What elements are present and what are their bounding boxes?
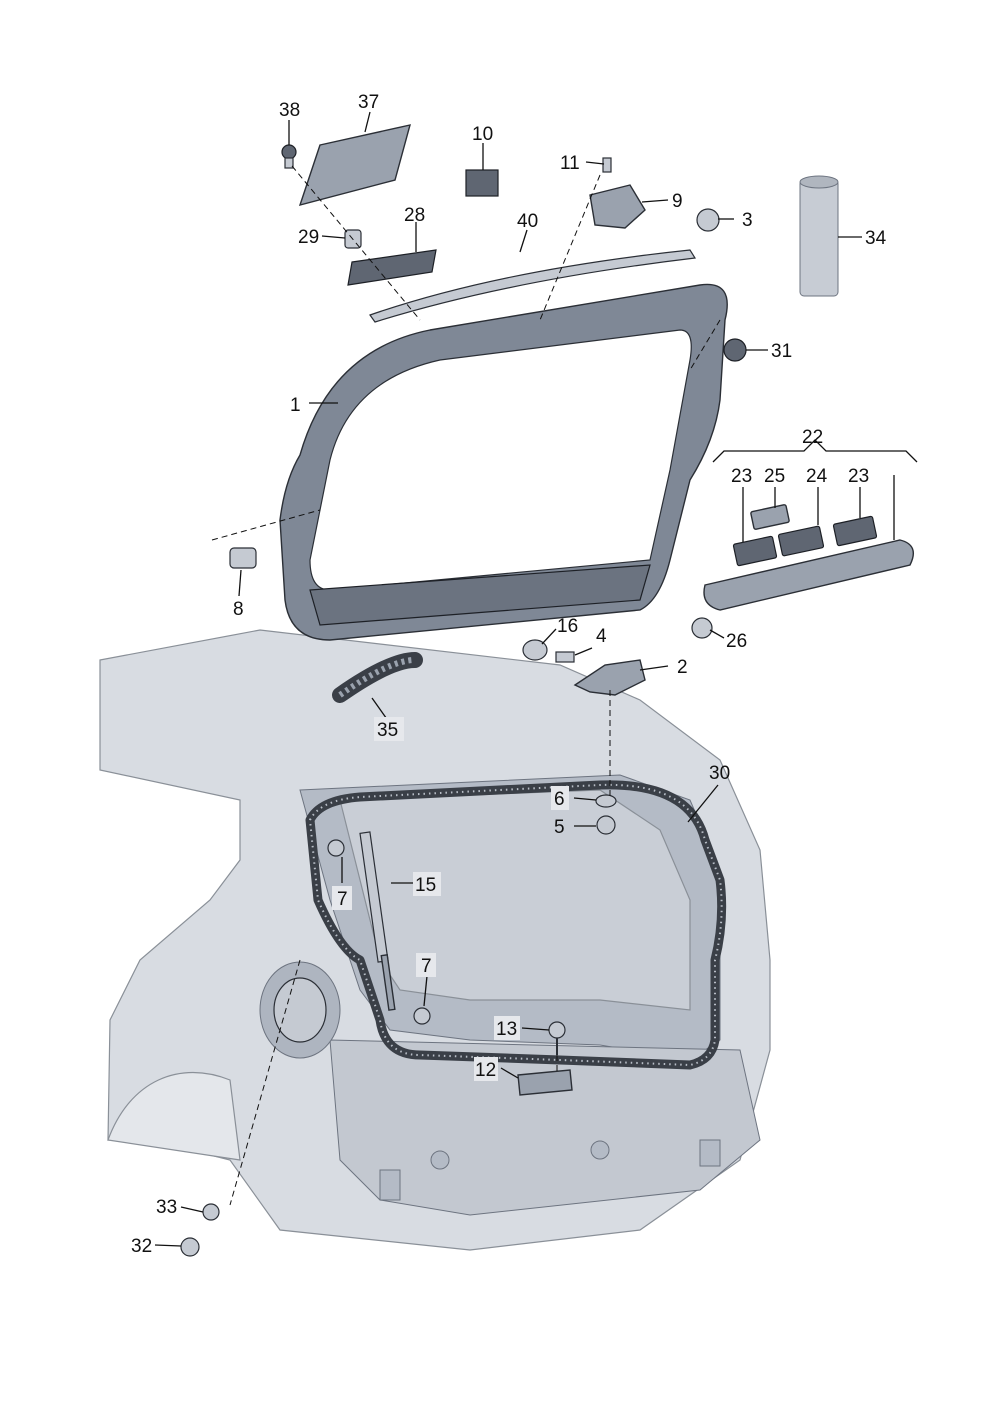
callout-26: 26 xyxy=(726,631,747,652)
callout-38: 38 xyxy=(279,100,300,121)
callout-4: 4 xyxy=(596,626,607,647)
leader-lines xyxy=(154,111,918,1247)
tailgate-seal xyxy=(305,780,727,1070)
callout-31: 31 xyxy=(771,341,792,362)
vehicle-rear-body xyxy=(99,629,771,1251)
callout-23-right: 23 xyxy=(848,466,869,487)
bolt-4 xyxy=(555,651,575,663)
callout-37: 37 xyxy=(358,92,379,113)
callout-12: 12 xyxy=(475,1060,496,1081)
bolt-38 xyxy=(281,144,297,169)
screw-32 xyxy=(180,1237,200,1257)
nut-26 xyxy=(691,617,713,639)
tailgate-panel xyxy=(279,283,728,641)
callout-16: 16 xyxy=(557,616,578,637)
assembly-dash-lines xyxy=(211,165,721,1206)
callout-7-lower: 7 xyxy=(421,956,432,977)
bump-stop-31 xyxy=(723,338,747,362)
striker-12 xyxy=(517,1069,573,1096)
callout-28: 28 xyxy=(404,205,425,226)
callout-34: 34 xyxy=(865,228,887,249)
plug-16 xyxy=(522,639,548,661)
callout-6: 6 xyxy=(554,789,565,810)
buffer-8 xyxy=(229,547,257,569)
callout-1: 1 xyxy=(290,395,301,416)
callout-13: 13 xyxy=(496,1019,517,1040)
callout-2: 2 xyxy=(677,657,688,678)
ball-stud-7-upper xyxy=(327,839,345,857)
callout-35: 35 xyxy=(377,720,398,741)
button-3 xyxy=(696,208,720,232)
spray-can-34 xyxy=(799,175,839,297)
callout-32: 32 xyxy=(131,1236,152,1257)
callout-9: 9 xyxy=(672,191,683,212)
tailgate-trim-strip xyxy=(369,249,697,323)
hinge-2 xyxy=(573,659,646,696)
plate-28 xyxy=(347,249,437,286)
lock-9 xyxy=(589,184,646,229)
callout-22: 22 xyxy=(802,427,823,448)
grommet-hose-35 xyxy=(332,652,423,703)
callout-25: 25 xyxy=(764,466,785,487)
callout-30: 30 xyxy=(709,763,730,784)
callout-23-left: 23 xyxy=(731,466,752,487)
bracket-10 xyxy=(465,169,499,197)
callout-29: 29 xyxy=(298,227,319,248)
screw-33 xyxy=(202,1203,220,1221)
callout-15: 15 xyxy=(415,875,436,896)
callout-7-upper: 7 xyxy=(337,889,348,910)
callout-33: 33 xyxy=(156,1197,177,1218)
callout-24: 24 xyxy=(806,466,828,487)
callout-8: 8 xyxy=(233,599,244,620)
callout-40: 40 xyxy=(517,211,538,232)
callout-3: 3 xyxy=(742,210,753,231)
callout-11: 11 xyxy=(560,153,580,174)
callout-labels: 1 2 3 4 5 6 7 7 8 9 10 11 12 13 15 16 22… xyxy=(131,92,887,1257)
nut-5 xyxy=(596,815,616,835)
washer-6 xyxy=(595,794,617,808)
gas-strut-15 xyxy=(359,831,396,1011)
ball-stud-7-lower xyxy=(413,1007,431,1025)
callout-5: 5 xyxy=(554,817,565,838)
callout-10: 10 xyxy=(472,124,493,145)
handle-assembly xyxy=(703,504,914,611)
cover-panel xyxy=(298,124,411,207)
screw-11 xyxy=(602,157,612,173)
